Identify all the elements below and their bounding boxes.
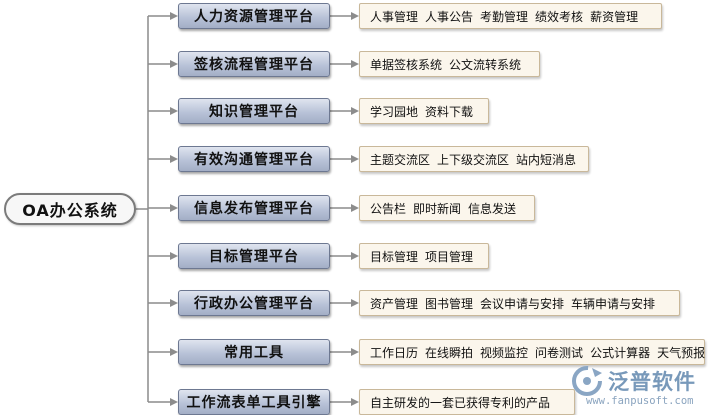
detail-item: 绩效考核 — [535, 9, 584, 24]
category-node: 签核流程管理平台 — [178, 51, 330, 77]
detail-item: 问卷测试 — [535, 345, 584, 360]
detail-arrow-icon — [351, 299, 359, 307]
detail-item: 上下级交流区 — [437, 152, 510, 167]
detail-box: 资产管理图书管理会议申请与安排车辆申请与安排 — [359, 290, 680, 316]
detail-item: 主题交流区 — [370, 152, 431, 167]
brand-logo-icon — [572, 366, 602, 396]
detail-item: 资产管理 — [370, 296, 419, 311]
category-label: 签核流程管理平台 — [194, 57, 314, 73]
detail-item: 人事管理 — [370, 9, 419, 24]
brand-watermark: 泛普软件 www.fanpusoft.com — [570, 364, 704, 412]
category-label: 人力资源管理平台 — [194, 9, 314, 25]
detail-item: 视频监控 — [480, 345, 529, 360]
brand-url: www.fanpusoft.com — [586, 395, 694, 407]
root-node: OA办公系统 — [4, 193, 136, 225]
category-label: 知识管理平台 — [209, 104, 299, 120]
category-label: 工作流表单工具引擎 — [186, 395, 322, 411]
detail-item: 信息发送 — [468, 201, 517, 216]
category-node: 信息发布管理平台 — [178, 195, 330, 221]
branch-arrow-icon — [170, 252, 178, 260]
detail-item: 即时新闻 — [413, 201, 462, 216]
category-node: 目标管理平台 — [178, 243, 330, 269]
detail-arrow-icon — [351, 107, 359, 115]
detail-box: 人事管理人事公告考勤管理绩效考核薪资管理 — [359, 3, 662, 29]
category-label: 信息发布管理平台 — [194, 201, 314, 217]
detail-item: 薪资管理 — [590, 9, 639, 24]
branch-arrow-icon — [170, 107, 178, 115]
detail-item: 站内短消息 — [516, 152, 577, 167]
brand-name: 泛普软件 — [608, 370, 696, 394]
detail-item: 工作日历 — [370, 345, 419, 360]
branch-arrow-icon — [170, 155, 178, 163]
category-label: 常用工具 — [224, 345, 284, 361]
category-node: 人力资源管理平台 — [178, 3, 330, 29]
detail-arrow-icon — [351, 398, 359, 406]
category-label: 有效沟通管理平台 — [194, 152, 314, 168]
detail-item: 自主研发的一套已获得专利的产品 — [370, 395, 551, 410]
detail-box: 单据签核系统公文流转系统 — [359, 51, 540, 77]
detail-item: 项目管理 — [425, 249, 474, 264]
branch-arrow-icon — [170, 60, 178, 68]
detail-arrow-icon — [351, 12, 359, 20]
detail-arrow-icon — [351, 155, 359, 163]
detail-item: 天气预报 — [657, 345, 706, 360]
detail-arrow-icon — [351, 60, 359, 68]
detail-box: 主题交流区上下级交流区站内短消息 — [359, 146, 589, 172]
detail-box: 工作日历在线瞬拍视频监控问卷测试公式计算器天气预报 — [359, 339, 705, 365]
detail-item: 单据签核系统 — [370, 57, 443, 72]
branch-arrow-icon — [170, 204, 178, 212]
detail-item: 公文流转系统 — [449, 57, 522, 72]
detail-arrow-icon — [351, 252, 359, 260]
detail-item: 在线瞬拍 — [425, 345, 474, 360]
category-node: 知识管理平台 — [178, 98, 330, 124]
detail-arrow-icon — [351, 204, 359, 212]
category-label: 目标管理平台 — [209, 249, 299, 265]
detail-item: 考勤管理 — [480, 9, 529, 24]
branch-arrow-icon — [170, 12, 178, 20]
detail-item: 图书管理 — [425, 296, 474, 311]
detail-box: 自主研发的一套已获得专利的产品 — [359, 389, 575, 415]
detail-item: 资料下载 — [425, 104, 474, 119]
detail-item: 会议申请与安排 — [480, 296, 565, 311]
category-node: 有效沟通管理平台 — [178, 146, 330, 172]
branch-arrow-icon — [170, 299, 178, 307]
root-node-label: OA办公系统 — [22, 201, 118, 220]
detail-item: 人事公告 — [425, 9, 474, 24]
detail-item: 学习园地 — [370, 104, 419, 119]
detail-item: 目标管理 — [370, 249, 419, 264]
category-node: 工作流表单工具引擎 — [178, 389, 330, 415]
detail-box: 公告栏即时新闻信息发送 — [359, 195, 535, 221]
detail-item: 公式计算器 — [590, 345, 651, 360]
detail-item: 车辆申请与安排 — [571, 296, 656, 311]
branch-arrow-icon — [170, 398, 178, 406]
detail-box: 学习园地资料下载 — [359, 98, 489, 124]
category-label: 行政办公管理平台 — [194, 296, 314, 312]
detail-arrow-icon — [351, 348, 359, 356]
detail-box: 目标管理项目管理 — [359, 243, 489, 269]
category-node: 常用工具 — [178, 339, 330, 365]
category-node: 行政办公管理平台 — [178, 290, 330, 316]
detail-item: 公告栏 — [370, 201, 407, 216]
branch-arrow-icon — [170, 348, 178, 356]
